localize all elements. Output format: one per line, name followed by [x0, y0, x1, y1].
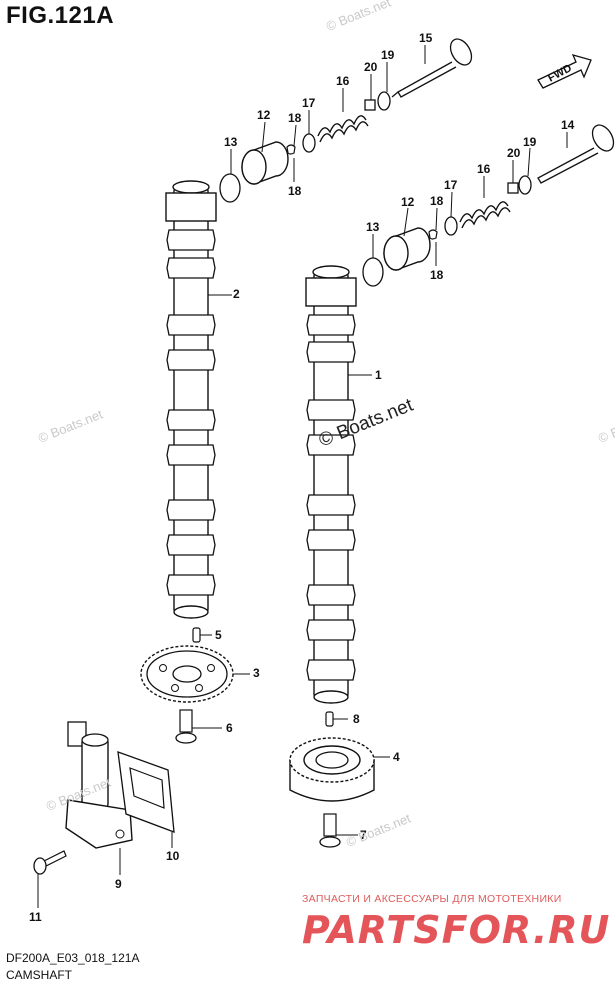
- part-label-20-lower: 20: [507, 146, 521, 160]
- bolt-11: [33, 850, 67, 875]
- tappet-12-lower: [383, 227, 431, 271]
- cotter-18-lower: [428, 229, 438, 240]
- part-label-16-lower: 16: [477, 162, 491, 176]
- leader-lines: [37, 45, 568, 908]
- part-label-19-lower: 19: [523, 135, 537, 149]
- part-label-12-lower: 12: [401, 195, 415, 209]
- part-label-20-top: 20: [364, 60, 378, 74]
- part-label-13-lower: 13: [366, 220, 380, 234]
- pin-5: [192, 627, 201, 643]
- part-label-19-top: 19: [381, 48, 395, 62]
- gasket-10: [117, 751, 175, 833]
- figure-name: CAMSHAFT: [6, 968, 72, 982]
- oil-control-valve-9: [65, 721, 133, 849]
- part-label-10: 10: [166, 849, 180, 863]
- part-label-4: 4: [393, 750, 400, 764]
- part-label-18-a: 18: [288, 111, 302, 125]
- retainer-19-top: [377, 91, 391, 111]
- part-label-1: 1: [375, 368, 382, 382]
- vvt-actuator-4: [289, 737, 375, 802]
- part-label-17-top: 17: [302, 96, 316, 110]
- part-label-5: 5: [215, 628, 222, 642]
- figure-title: FIG.121A: [6, 2, 115, 29]
- shop-banner-logo[interactable]: PARTSFOR.RU: [302, 908, 611, 952]
- shim-13-top: [219, 173, 241, 203]
- shim-13-lower: [362, 257, 384, 287]
- part-label-13-top: 13: [224, 135, 238, 149]
- part-label-17-lower: 17: [444, 178, 458, 192]
- valve-14: [537, 124, 615, 184]
- part-label-12-top: 12: [257, 108, 271, 122]
- retainer-19-lower: [518, 175, 532, 195]
- fwd-arrow: [537, 54, 592, 89]
- camshaft-2: [165, 180, 217, 619]
- part-label-18-d: 18: [430, 268, 444, 282]
- camshaft-1: [305, 265, 357, 704]
- part-label-15: 15: [419, 31, 433, 45]
- part-label-16-top: 16: [336, 74, 350, 88]
- spring-16-top: [317, 115, 369, 143]
- seal-20-top: [364, 99, 376, 111]
- part-label-3: 3: [253, 666, 260, 680]
- bolt-6: [175, 709, 197, 744]
- part-label-9: 9: [115, 877, 122, 891]
- seal-20-lower: [507, 182, 519, 194]
- tappet-12-top: [241, 141, 289, 185]
- bolt-7: [319, 813, 341, 848]
- part-label-18-b: 18: [288, 184, 302, 198]
- valve-15: [391, 38, 473, 98]
- part-label-7: 7: [360, 828, 367, 842]
- cotter-18-top: [286, 144, 296, 155]
- seat-17-top: [302, 133, 316, 153]
- spring-16-lower: [459, 201, 511, 229]
- part-label-2: 2: [233, 287, 240, 301]
- pin-8: [325, 711, 334, 727]
- part-label-14: 14: [561, 118, 575, 132]
- shop-banner-text: ЗАПЧАСТИ И АКСЕССУАРЫ ДЛЯ МОТОТЕХНИКИ: [302, 893, 562, 905]
- part-label-18-c: 18: [430, 194, 444, 208]
- part-label-6: 6: [226, 721, 233, 735]
- sprocket-3: [140, 645, 234, 703]
- figure-code: DF200A_E03_018_121A: [6, 951, 140, 965]
- part-label-8: 8: [353, 712, 360, 726]
- part-label-11: 11: [29, 910, 42, 924]
- seat-17-lower: [444, 216, 458, 236]
